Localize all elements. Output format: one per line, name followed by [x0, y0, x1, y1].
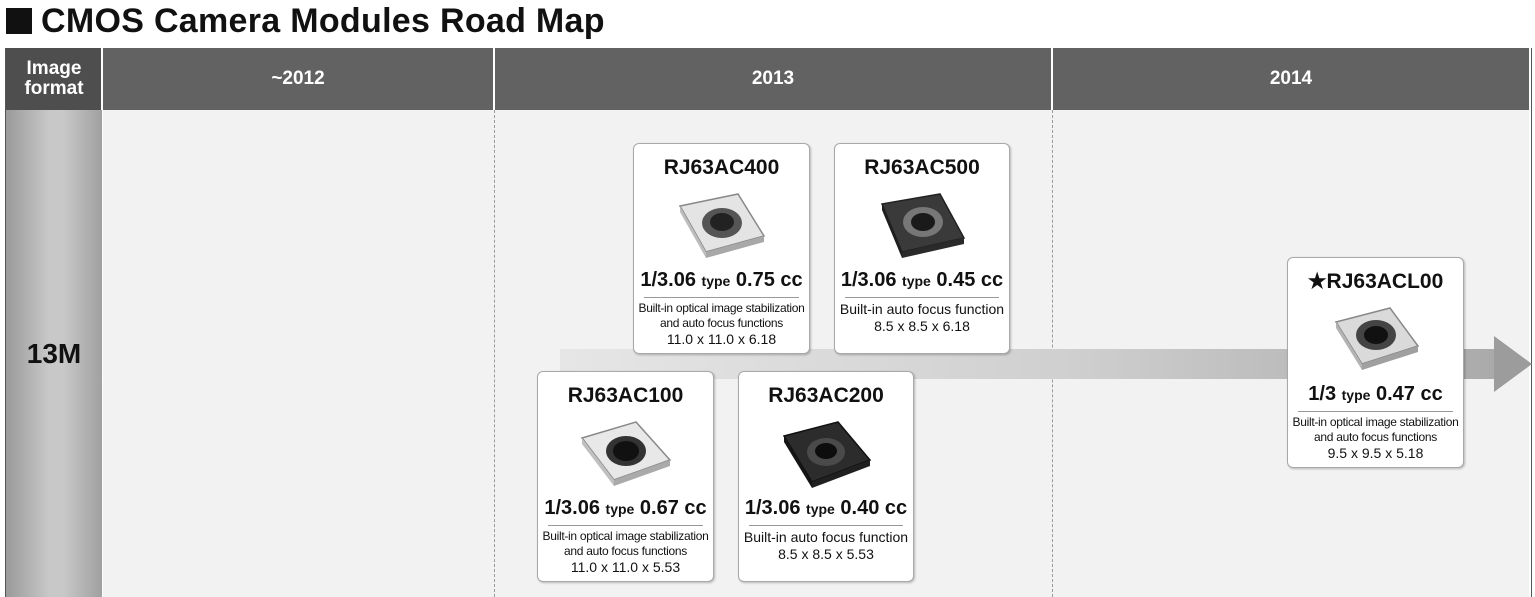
card-divider	[845, 297, 999, 298]
module-type-label: type	[902, 273, 931, 289]
square-bullet-icon	[6, 8, 32, 34]
card-divider	[644, 297, 799, 298]
module-dimensions: 9.5 x 9.5 x 5.18	[1327, 445, 1424, 461]
column-divider	[494, 110, 495, 597]
header-divider	[1051, 48, 1053, 110]
module-card-rj63ac200: RJ63AC200 1/3.06 type 0.40 cc Built-in a…	[738, 371, 914, 582]
module-volume: 0.75 cc	[735, 269, 803, 291]
module-type-label: type	[806, 501, 835, 517]
module-volume: 0.47 cc	[1376, 383, 1443, 405]
camera-module-light-icon	[678, 193, 765, 258]
header-divider	[493, 48, 495, 110]
module-name: ★RJ63ACL00	[1307, 270, 1444, 293]
module-optical-size: 1/3.06	[640, 269, 696, 291]
module-spec: 1/3.06 type 0.75 cc	[634, 268, 809, 293]
header-corner-line1: Image	[26, 58, 82, 79]
card-divider	[749, 525, 903, 526]
module-description-line2: and auto focus functions	[1314, 430, 1437, 444]
module-volume: 0.45 cc	[936, 269, 1004, 291]
module-type-label: type	[605, 501, 635, 517]
module-type-label: type	[1341, 387, 1371, 403]
timeline-arrow-head-icon	[1494, 336, 1532, 392]
camera-module-light-icon	[1334, 307, 1419, 370]
camera-module-dark-icon	[880, 193, 966, 258]
module-description-line1: Built-in optical image stabilization	[542, 529, 709, 543]
module-name: RJ63AC100	[567, 384, 684, 407]
card-divider	[1298, 411, 1453, 412]
module-card-rj63ac500: RJ63AC500 1/3.06 type 0.45 cc Built-in a…	[834, 143, 1010, 354]
module-card-rj63ac100: RJ63AC100 1/3.06 type 0.67 cc Built-in o…	[537, 371, 714, 582]
module-spec: 1/3 type 0.47 cc	[1288, 382, 1463, 407]
camera-module-light-icon	[580, 421, 671, 486]
module-name: RJ63AC400	[663, 156, 780, 179]
module-description-line2: and auto focus functions	[564, 544, 687, 558]
module-dimensions: 8.5 x 8.5 x 6.18	[874, 318, 970, 334]
roadmap-frame	[5, 48, 1532, 597]
module-volume: 0.67 cc	[639, 497, 707, 519]
module-dimensions: 11.0 x 11.0 x 6.18	[666, 331, 777, 347]
module-type-label: type	[701, 273, 731, 289]
header-col-2012: ~2012	[103, 48, 493, 110]
module-spec: 1/3.06 type 0.67 cc	[538, 496, 713, 521]
module-optical-size: 1/3	[1308, 383, 1337, 405]
card-divider	[548, 525, 703, 526]
header-divider	[101, 48, 103, 110]
module-optical-size: 1/3.06	[544, 497, 600, 519]
page-title: CMOS Camera Modules Road Map	[4, 0, 605, 42]
module-spec: 1/3.06 type 0.40 cc	[739, 496, 913, 521]
module-dimensions: 11.0 x 11.0 x 5.53	[570, 559, 681, 575]
module-description-line2: and auto focus functions	[660, 316, 783, 330]
header-col-2013: 2013	[495, 48, 1051, 110]
row-label-13m: 13M	[6, 110, 102, 597]
module-optical-size: 1/3.06	[840, 269, 897, 291]
module-description-line1: Built-in optical image stabilization	[1292, 415, 1459, 429]
module-volume: 0.40 cc	[840, 497, 908, 519]
module-card-rj63ac400: RJ63AC400 1/3.06 type 0.75 cc Built-in o…	[633, 143, 810, 354]
page-title-text: CMOS Camera Modules Road Map	[41, 1, 605, 40]
module-card-rj63acl00: ★RJ63ACL00 1/3 type 0.47 cc Built-in opt…	[1287, 257, 1464, 468]
module-description-line1: Built-in auto focus function	[743, 529, 909, 545]
module-name: RJ63AC500	[864, 156, 980, 179]
header-corner-line2: format	[24, 78, 84, 99]
camera-module-dark-icon	[782, 421, 872, 488]
module-spec: 1/3.06 type 0.45 cc	[835, 268, 1009, 293]
module-name: RJ63AC200	[768, 384, 884, 407]
module-description-line1: Built-in auto focus function	[839, 301, 1005, 317]
header-col-2014: 2014	[1053, 48, 1529, 110]
module-dimensions: 8.5 x 8.5 x 5.53	[778, 546, 874, 562]
module-description-line1: Built-in optical image stabilization	[638, 301, 805, 315]
module-optical-size: 1/3.06	[744, 497, 801, 519]
